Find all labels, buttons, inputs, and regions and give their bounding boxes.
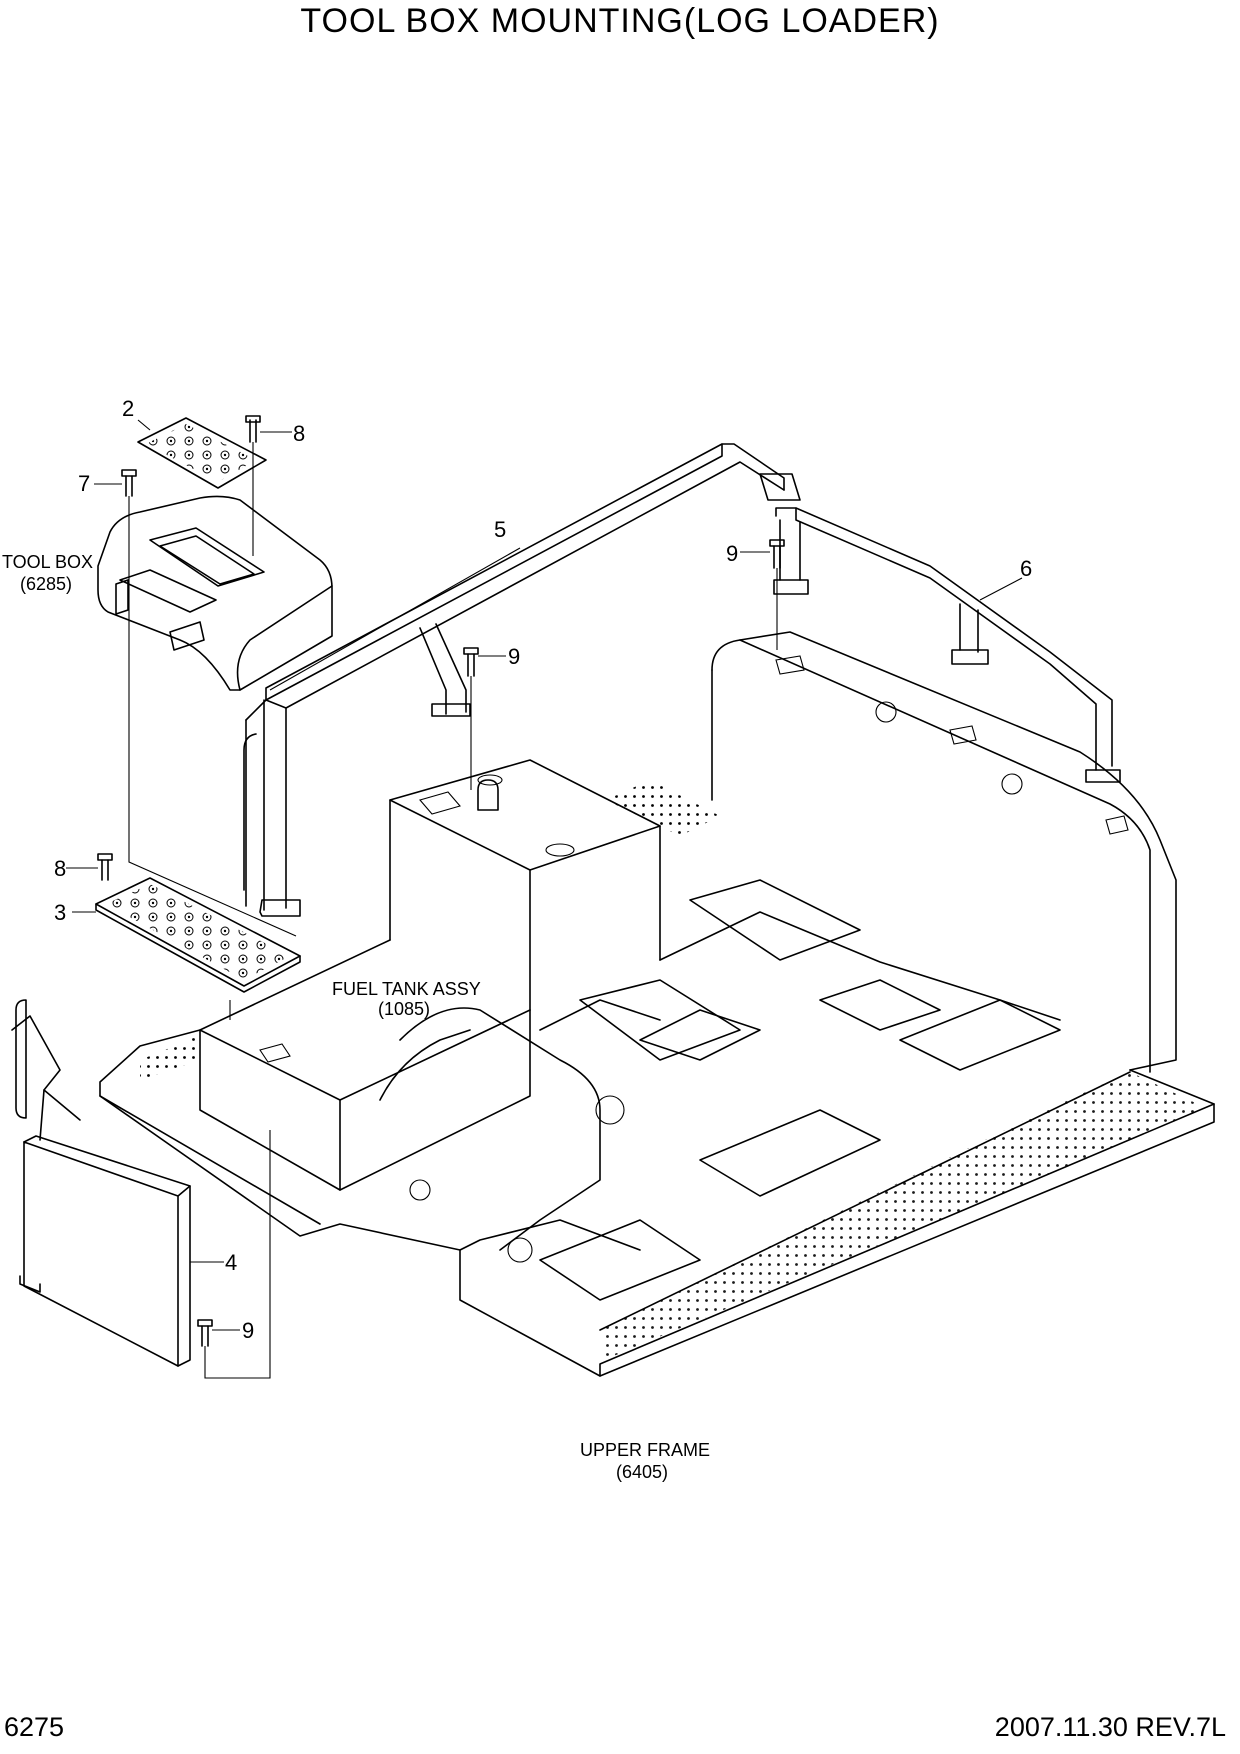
handrail-part-5: [243, 443, 801, 917]
bolt-part-9-right: [740, 539, 785, 650]
bolt-part-9-center: [463, 647, 506, 790]
callout-8-mid: 8: [54, 856, 66, 881]
callout-3: 3: [54, 900, 66, 925]
tool-box: [97, 495, 333, 691]
callout-9-right: 9: [726, 541, 738, 566]
callout-2: 2: [122, 396, 134, 421]
counterweight: [711, 631, 1177, 1073]
callout-8-top: 8: [293, 421, 305, 446]
bolt-part-8-mid: [66, 853, 231, 1020]
callout-6: 6: [1020, 556, 1032, 581]
page-title: TOOL BOX MOUNTING(LOG LOADER): [300, 2, 940, 40]
callout-7: 7: [78, 471, 90, 496]
side-panel-part-4: [11, 999, 191, 1367]
leader-line-part-2: [137, 419, 151, 431]
page-number: 6275: [4, 1712, 65, 1742]
upper-frame-label: UPPER FRAME: [580, 1440, 710, 1460]
leader-line-part-5: [269, 547, 521, 691]
tool-box-label: TOOL BOX: [2, 552, 93, 572]
tool-box-ref: (6285): [20, 574, 72, 594]
bolt-part-9-bottom: [190, 1130, 271, 1379]
upper-frame: [99, 780, 1215, 1377]
fuel-tank-ref: (1085): [378, 999, 430, 1019]
fuel-tank: [199, 759, 661, 1191]
callout-9-bottom: 9: [242, 1318, 254, 1343]
callout-5: 5: [494, 517, 506, 542]
bolt-part-8-top: [245, 415, 292, 556]
fuel-tank-label: FUEL TANK ASSY: [332, 979, 481, 999]
upper-frame-ref: (6405): [616, 1462, 668, 1482]
leader-line-part-6: [979, 577, 1023, 601]
bolt-part-7: [94, 469, 297, 937]
callout-4: 4: [225, 1250, 237, 1275]
step-plate-part-3: [95, 877, 301, 993]
cover-plate-part-2: [137, 417, 267, 489]
revision-date: 2007.11.30 REV.7L: [994, 1712, 1226, 1742]
handrail-part-6: [773, 507, 1121, 783]
callout-9-center: 9: [508, 644, 520, 669]
